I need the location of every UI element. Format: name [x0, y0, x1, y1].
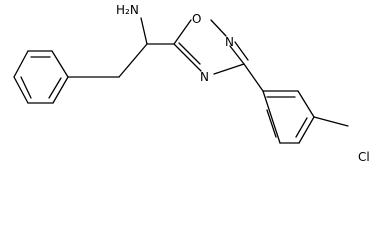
- oxadiazole-nitrogen-lower-label: N: [200, 70, 209, 84]
- oxadiazole-oxygen-label: O: [192, 12, 201, 26]
- oxadiazole-nitrogen-upper-label: N: [225, 35, 234, 49]
- ethylamine-chain: [67, 17, 175, 78]
- oxadiazole-ring: [173, 19, 249, 75]
- chlorine-label: Cl: [358, 150, 370, 164]
- chlorophenyl-ring: [243, 63, 349, 144]
- phenyl-ring: [13, 50, 69, 104]
- molecule-structure: H₂N O N N Cl: [13, 3, 370, 164]
- amine-label: H₂N: [116, 3, 139, 17]
